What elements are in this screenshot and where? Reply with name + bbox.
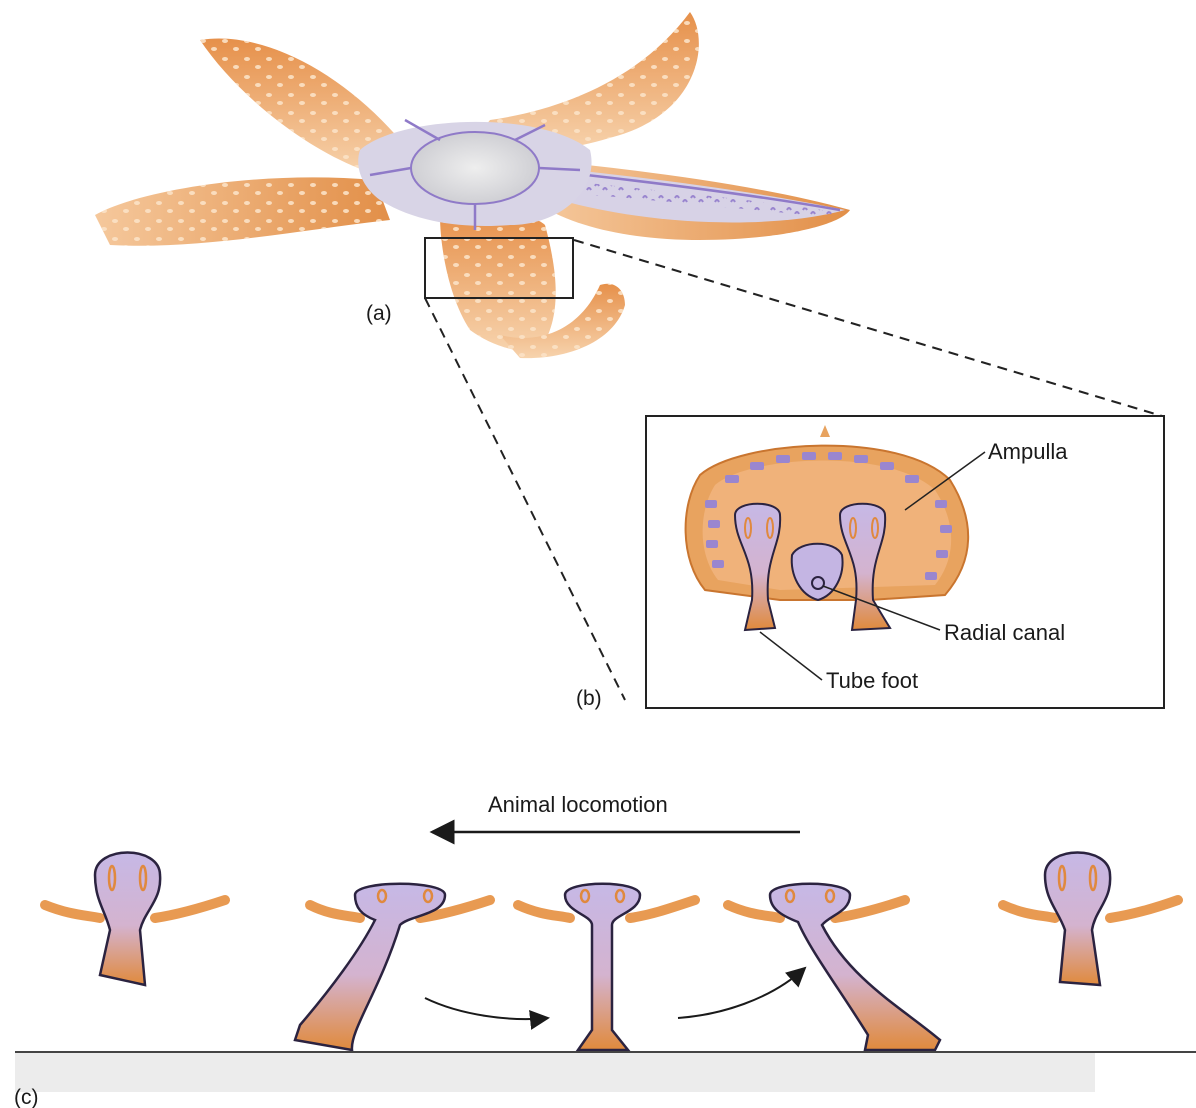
tube-foot-stage-3 (565, 884, 640, 1050)
tube-foot-sequence (15, 853, 1196, 1093)
radial-canal-label: Radial canal (944, 620, 1065, 645)
substrate-surface (15, 1052, 1095, 1092)
motion-arrow-2 (678, 968, 805, 1018)
locomotion-label: Animal locomotion (488, 792, 668, 817)
panel-a-label: (a) (366, 302, 392, 325)
motion-arrow-1 (425, 998, 548, 1019)
sea-star-illustration (95, 12, 850, 358)
panel-b-label: (b) (576, 687, 602, 710)
tube-foot-label: Tube foot (826, 668, 918, 693)
panel-c-label: (c) (14, 1086, 39, 1108)
central-disc (411, 132, 539, 204)
tube-foot-stage-4 (770, 884, 940, 1050)
ampulla-label: Ampulla (988, 439, 1068, 464)
